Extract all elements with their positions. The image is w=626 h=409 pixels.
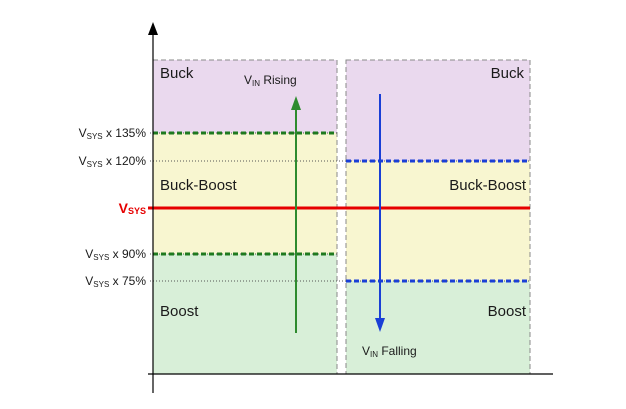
right-boost-region: [346, 281, 530, 374]
label-vsys-90: VSYS x 90%: [85, 247, 146, 262]
vin-rising-label: VIN Rising: [244, 73, 297, 88]
right-panel-border: [345, 59, 531, 375]
label-vsys-120: VSYS x 120%: [79, 154, 147, 169]
label-vsys-75: VSYS x 75%: [85, 274, 146, 289]
right-buck-region: [346, 60, 530, 161]
y-axis-arrowhead: [148, 22, 158, 35]
right-buck-boost-label: Buck-Boost: [449, 177, 527, 194]
right-boost-label: Boost: [488, 303, 527, 320]
label-vsys: VSYS: [119, 200, 146, 216]
left-buck-region: [153, 60, 337, 133]
label-vsys-135: VSYS x 135%: [79, 126, 147, 141]
vin-rising-arrowhead: [291, 96, 301, 110]
right-buck-label: Buck: [491, 65, 525, 82]
left-panel-border: [152, 59, 338, 375]
left-buck-boost-region: [153, 133, 337, 254]
left-buck-label: Buck: [160, 65, 194, 82]
left-buck-boost-label: Buck-Boost: [160, 177, 238, 194]
right-buck-boost-region: [346, 161, 530, 281]
left-boost-region: [153, 254, 337, 374]
right-panel: [345, 59, 531, 375]
left-panel: [152, 59, 338, 375]
vin-falling-arrowhead: [375, 318, 385, 332]
vin-falling-label: VIN Falling: [362, 344, 417, 359]
left-boost-label: Boost: [160, 303, 199, 320]
